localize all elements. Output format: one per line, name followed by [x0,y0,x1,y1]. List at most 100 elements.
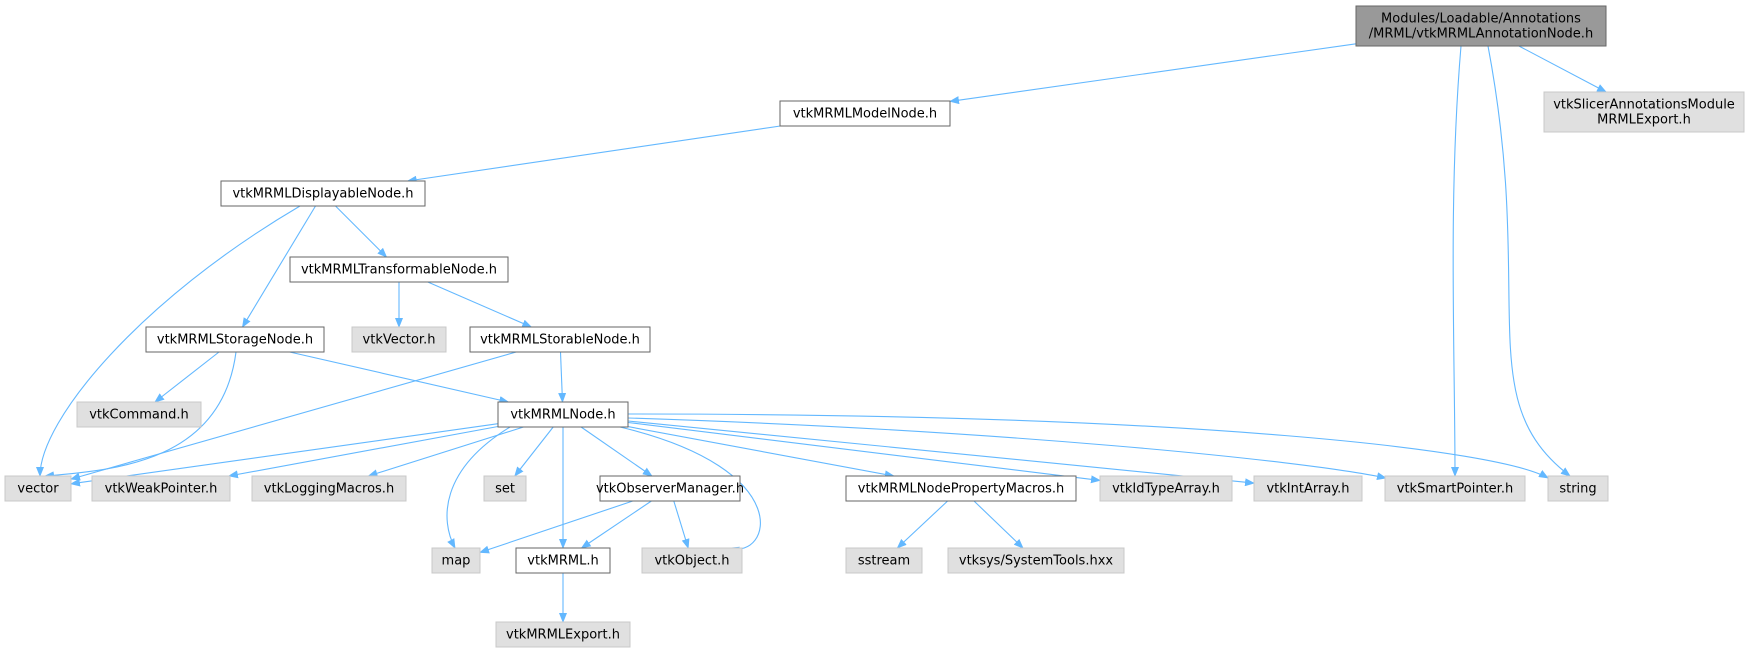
node-logging: vtkLoggingMacros.h [251,475,407,502]
node-label: vtksys/SystemTools.hxx [959,554,1114,569]
node-label: set [495,482,515,497]
edge-displayable-to-storage [241,205,316,328]
edge-storage-to-command [154,351,220,403]
node-box [1099,475,1233,502]
edge-mrmlnode-to-vtkobject [619,426,761,555]
node-label: vtkMRMLDisplayableNode.h [232,187,413,202]
node-label: vtkMRMLStorageNode.h [157,333,313,348]
node-label: vector [17,482,59,497]
edge-mrmlnode-to-set [514,426,554,477]
node-box [145,326,325,353]
node-storage[interactable]: vtkMRMLStorageNode.h [145,326,325,353]
node-label: /MRML/vtkMRMLAnnotationNode.h [1369,27,1593,42]
node-modelnode[interactable]: vtkMRMLModelNode.h [779,100,951,127]
node-box [1547,475,1609,502]
edge-displayable-to-vector [36,205,301,477]
edge-propmacros-to-systools [973,500,1024,549]
node-label: sstream [858,554,910,569]
edge-mrmlnode-to-smartptr [627,417,1387,481]
node-box [483,475,527,502]
node-box [779,100,951,127]
edge-mrmlnode-to-intarray [627,420,1255,487]
node-box [76,401,202,428]
edges-layer [36,43,1607,623]
edge-root-to-slicerexport [1518,45,1607,93]
edge-modelnode-to-displayable [406,125,781,184]
node-label: string [1559,482,1596,497]
edge-observer-to-map [479,500,633,554]
node-string: string [1547,475,1609,502]
node-set: set [483,475,527,502]
node-box [515,547,611,574]
node-label: vtkMRMLNode.h [510,408,615,423]
node-box [351,326,447,353]
edge-root-to-modelnode [949,43,1357,105]
node-label: vtkMRMLNodePropertyMacros.h [858,482,1064,497]
node-box [641,547,743,574]
node-observer[interactable]: vtkObserverManager.h [596,475,744,502]
node-vtkobject: vtkObject.h [641,547,743,574]
node-label: vtkMRMLTransformableNode.h [301,263,497,278]
node-label: vtkVector.h [363,333,436,348]
edge-storage-to-mrmlnode [289,351,510,404]
edge-displayable-to-transformable [335,205,388,258]
node-label: vtkMRML.h [527,554,598,569]
node-intarray: vtkIntArray.h [1253,475,1363,502]
node-box [469,326,651,353]
edge-mrmlnode-to-logging [367,426,524,478]
node-label: vtkObject.h [654,554,729,569]
node-displayable[interactable]: vtkMRMLDisplayableNode.h [220,180,426,207]
edge-mrmlnode-to-observer [580,426,653,477]
node-box [91,475,231,502]
node-box [220,180,426,207]
node-weakptr: vtkWeakPointer.h [91,475,231,502]
node-label: vtkLoggingMacros.h [264,482,394,497]
node-systools: vtksys/SystemTools.hxx [947,547,1125,574]
node-idtype: vtkIdTypeArray.h [1099,475,1233,502]
node-box [947,547,1125,574]
edge-mrmlnode-to-propmacros [627,426,895,479]
node-root: Modules/Loadable/Annotations/MRML/vtkMRM… [1355,5,1607,47]
node-label: vtkMRMLModelNode.h [793,107,937,122]
node-smartptr: vtkSmartPointer.h [1384,475,1526,502]
node-command: vtkCommand.h [76,401,202,428]
node-box [289,256,509,283]
edge-propmacros-to-sstream [896,500,948,549]
node-label: map [442,554,471,569]
node-map: map [431,547,481,574]
node-box [251,475,407,502]
edge-mrmlnode-to-vector [70,423,499,487]
nodes-layer: Modules/Loadable/Annotations/MRML/vtkMRM… [4,5,1745,648]
node-label: vtkMRMLExport.h [506,628,620,643]
node-vtkvector: vtkVector.h [351,326,447,353]
edge-mrmlnode-to-idtype [627,421,1101,484]
node-storable[interactable]: vtkMRMLStorableNode.h [469,326,651,353]
node-vector: vector [4,475,72,502]
node-box [431,547,481,574]
node-label: vtkWeakPointer.h [105,482,218,497]
node-label: vtkSlicerAnnotationsModule [1553,98,1735,113]
node-sstream: sstream [845,547,923,574]
node-label: vtkObserverManager.h [596,482,744,497]
node-transformable[interactable]: vtkMRMLTransformableNode.h [289,256,509,283]
node-box [495,621,631,648]
node-box [599,475,741,502]
node-mrmlnode[interactable]: vtkMRMLNode.h [497,401,629,428]
node-label: MRMLExport.h [1597,113,1691,128]
edge-storable-to-mrmlnode [558,351,567,403]
node-label: vtkIntArray.h [1266,482,1349,497]
node-box [1543,91,1745,133]
node-box [497,401,629,428]
node-label: vtkCommand.h [89,408,189,423]
node-box [1384,475,1526,502]
node-box [1253,475,1363,502]
node-vtkmrml[interactable]: vtkMRML.h [515,547,611,574]
node-propmacros[interactable]: vtkMRMLNodePropertyMacros.h [845,475,1077,502]
node-box [845,547,923,574]
edge-root-to-string [1487,45,1571,477]
node-label: vtkSmartPointer.h [1397,482,1513,497]
node-box [845,475,1077,502]
edge-mrmlnode-to-map [446,426,511,549]
node-box [4,475,72,502]
